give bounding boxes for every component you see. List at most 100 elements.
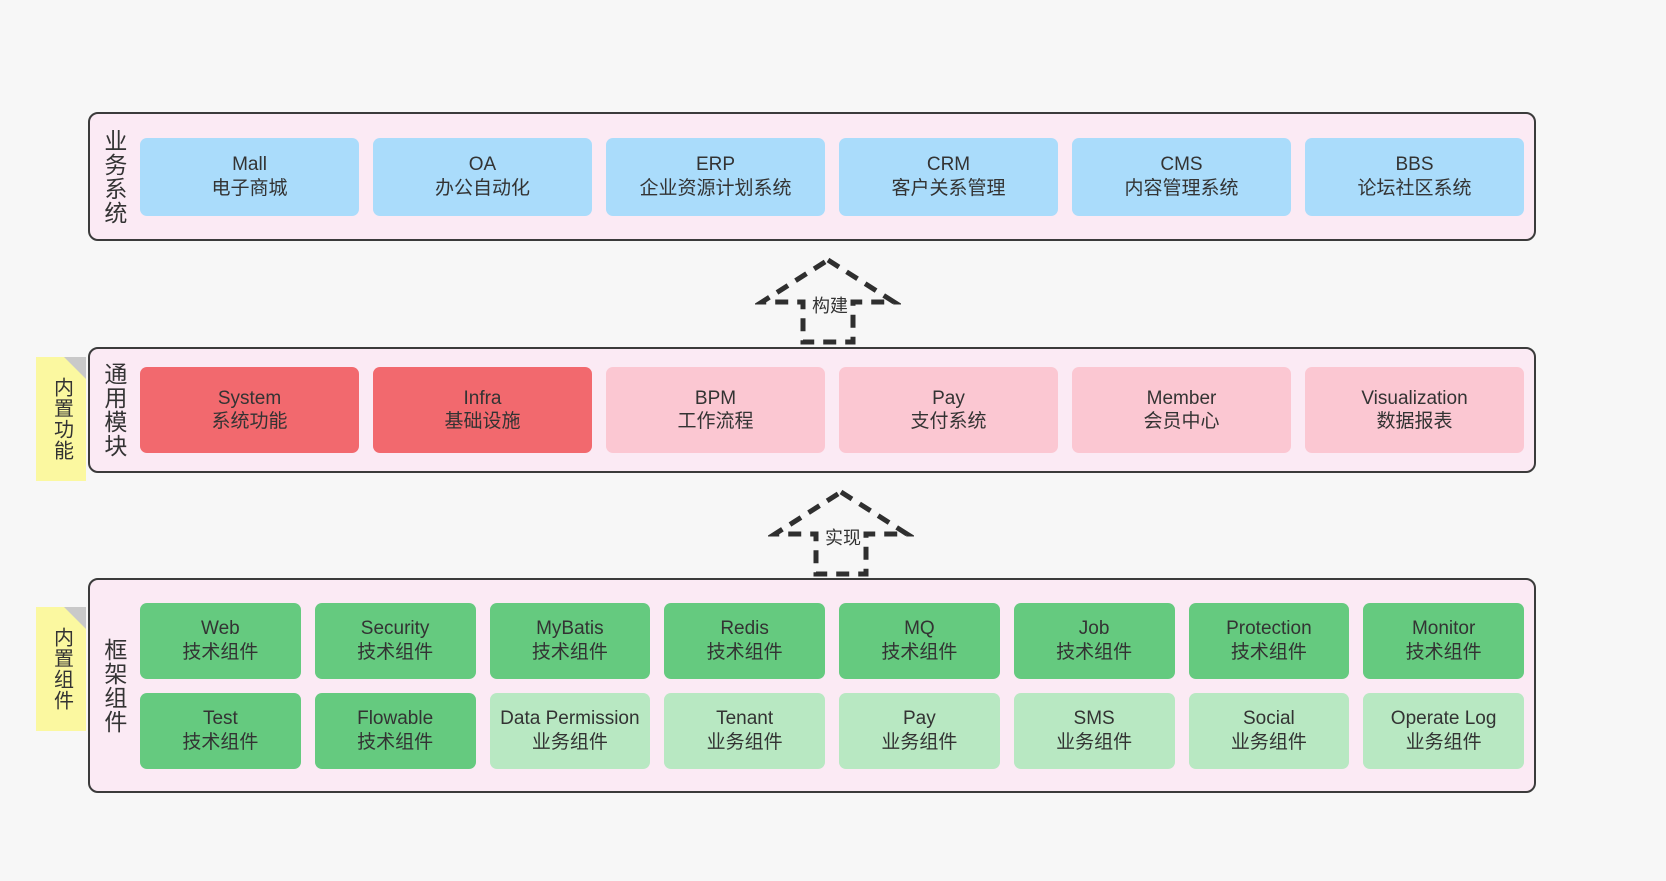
- card-bpm[interactable]: BPM 工作流程: [606, 367, 825, 453]
- arrow-build-icon: [755, 257, 901, 345]
- card-subtitle: 业务组件: [881, 731, 958, 753]
- card-title: Data Permission: [500, 708, 640, 730]
- card-title: Flowable: [357, 708, 434, 730]
- arrow-build-label: 构建: [812, 296, 848, 316]
- card-visualization[interactable]: Visualization 数据报表: [1305, 367, 1524, 453]
- card-bbs[interactable]: BBS 论坛社区系统: [1305, 137, 1524, 216]
- card-monitor[interactable]: Monitor 技术组件: [1363, 602, 1524, 679]
- card-title: Tenant: [716, 708, 774, 730]
- card-erp[interactable]: ERP 企业资源计划系统: [606, 137, 825, 216]
- card-title: Redis: [720, 618, 769, 640]
- card-subtitle: 业务组件: [1230, 731, 1307, 753]
- card-flowable[interactable]: Flowable 技术组件: [314, 692, 476, 769]
- card-subtitle: 数据报表: [1376, 411, 1453, 432]
- card-subtitle: 技术组件: [1405, 641, 1482, 663]
- card-mybatis[interactable]: MyBatis 技术组件: [489, 602, 651, 679]
- layer-framework-title: 框架组件: [100, 637, 127, 734]
- card-subtitle: 业务组件: [1405, 731, 1482, 753]
- layer-business-systems: 业务系统 Mall 电子商城 OA 办公自动化 ERP 企业资源计划系统 CRM…: [88, 112, 1536, 241]
- card-security[interactable]: Security 技术组件: [314, 602, 476, 679]
- card-title: System: [217, 387, 282, 409]
- card-subtitle: 客户关系管理: [891, 177, 1006, 199]
- card-subtitle: 业务组件: [1056, 731, 1133, 753]
- card-title: Pay: [903, 708, 936, 730]
- card-subtitle: 企业资源计划系统: [639, 177, 792, 199]
- card-title: Test: [202, 708, 238, 730]
- card-title: CMS: [1160, 154, 1203, 176]
- card-cms[interactable]: CMS 内容管理系统: [1072, 137, 1291, 216]
- card-subtitle: 会员中心: [1143, 411, 1220, 432]
- card-subtitle: 技术组件: [706, 641, 783, 663]
- card-infra[interactable]: Infra 基础设施: [373, 367, 592, 453]
- card-subtitle: 内容管理系统: [1124, 177, 1239, 199]
- card-title: Protection: [1226, 618, 1312, 640]
- layer-framework-grid: Web 技术组件 Security 技术组件 MyBatis 技术组件 Redi…: [136, 580, 1534, 791]
- card-title: Web: [201, 618, 240, 640]
- layer-common-title: 通用模块: [100, 362, 127, 458]
- card-subtitle: 技术组件: [182, 731, 259, 753]
- card-subtitle: 支付系统: [910, 411, 987, 432]
- card-pay-component[interactable]: Pay 业务组件: [839, 692, 1000, 769]
- card-subtitle: 论坛社区系统: [1357, 177, 1472, 199]
- card-operate-log[interactable]: Operate Log 业务组件: [1363, 692, 1524, 769]
- card-sms[interactable]: SMS 业务组件: [1013, 692, 1175, 769]
- note-label: 内置功能: [50, 377, 73, 461]
- card-title: MyBatis: [536, 618, 604, 640]
- card-pay-module[interactable]: Pay 支付系统: [839, 367, 1058, 453]
- card-title: ERP: [695, 154, 736, 176]
- card-title: Social: [1243, 708, 1295, 730]
- card-web[interactable]: Web 技术组件: [140, 602, 301, 679]
- card-redis[interactable]: Redis 技术组件: [664, 602, 825, 679]
- layer-common-modules: 通用模块 System 系统功能 Infra 基础设施 BPM 工作流程 Pay…: [88, 347, 1536, 473]
- card-subtitle: 办公自动化: [434, 177, 530, 199]
- card-tenant[interactable]: Tenant 业务组件: [664, 692, 825, 769]
- card-subtitle: 技术组件: [1230, 641, 1307, 663]
- framework-row-technical: Web 技术组件 Security 技术组件 MyBatis 技术组件 Redi…: [140, 602, 1524, 679]
- arrow-implement-icon: [768, 489, 914, 577]
- layer-framework-components: 框架组件 Web 技术组件 Security 技术组件 MyBatis 技术组件…: [88, 578, 1536, 793]
- card-title: Operate Log: [1390, 708, 1497, 730]
- card-oa[interactable]: OA 办公自动化: [373, 137, 592, 216]
- card-subtitle: 技术组件: [357, 731, 434, 753]
- card-subtitle: 工作流程: [677, 411, 754, 432]
- card-subtitle: 电子商城: [211, 177, 288, 199]
- layer-business-title: 业务系统: [100, 128, 127, 225]
- card-subtitle: 基础设施: [444, 411, 521, 432]
- card-subtitle: 技术组件: [881, 641, 958, 663]
- card-title: Infra: [463, 387, 502, 409]
- card-title: SMS: [1073, 708, 1115, 730]
- card-title: MQ: [904, 618, 935, 640]
- card-subtitle: 业务组件: [531, 731, 608, 753]
- card-title: Security: [360, 618, 430, 640]
- note-builtin-component: 内置组件: [36, 607, 86, 731]
- card-system[interactable]: System 系统功能: [140, 367, 359, 453]
- card-member[interactable]: Member 会员中心: [1072, 367, 1291, 453]
- card-mq[interactable]: MQ 技术组件: [839, 602, 1000, 679]
- card-title: CRM: [926, 154, 971, 176]
- card-subtitle: 技术组件: [357, 641, 434, 663]
- layer-common-cards: System 系统功能 Infra 基础设施 BPM 工作流程 Pay 支付系统…: [136, 349, 1534, 471]
- framework-row-business: Test 技术组件 Flowable 技术组件 Data Permission …: [140, 692, 1524, 769]
- card-title: Monitor: [1411, 618, 1476, 640]
- card-mall[interactable]: Mall 电子商城: [140, 137, 359, 216]
- card-title: BBS: [1395, 154, 1434, 176]
- card-data-permission[interactable]: Data Permission 业务组件: [489, 692, 651, 769]
- note-fold-corner-icon: [64, 607, 86, 629]
- card-protection[interactable]: Protection 技术组件: [1188, 602, 1350, 679]
- card-test[interactable]: Test 技术组件: [140, 692, 301, 769]
- note-fold-corner-icon: [64, 357, 86, 379]
- card-social[interactable]: Social 业务组件: [1188, 692, 1350, 769]
- card-subtitle: 业务组件: [706, 731, 783, 753]
- card-job[interactable]: Job 技术组件: [1013, 602, 1175, 679]
- card-crm[interactable]: CRM 客户关系管理: [839, 137, 1058, 216]
- layer-business-cards: Mall 电子商城 OA 办公自动化 ERP 企业资源计划系统 CRM 客户关系…: [136, 114, 1534, 239]
- card-subtitle: 系统功能: [211, 411, 288, 432]
- card-title: Member: [1146, 387, 1217, 409]
- card-title: Visualization: [1361, 387, 1468, 409]
- card-title: BPM: [694, 387, 737, 409]
- card-title: Pay: [932, 387, 965, 409]
- note-label: 内置组件: [50, 627, 73, 711]
- card-title: Job: [1078, 618, 1110, 640]
- card-title: Mall: [232, 154, 267, 176]
